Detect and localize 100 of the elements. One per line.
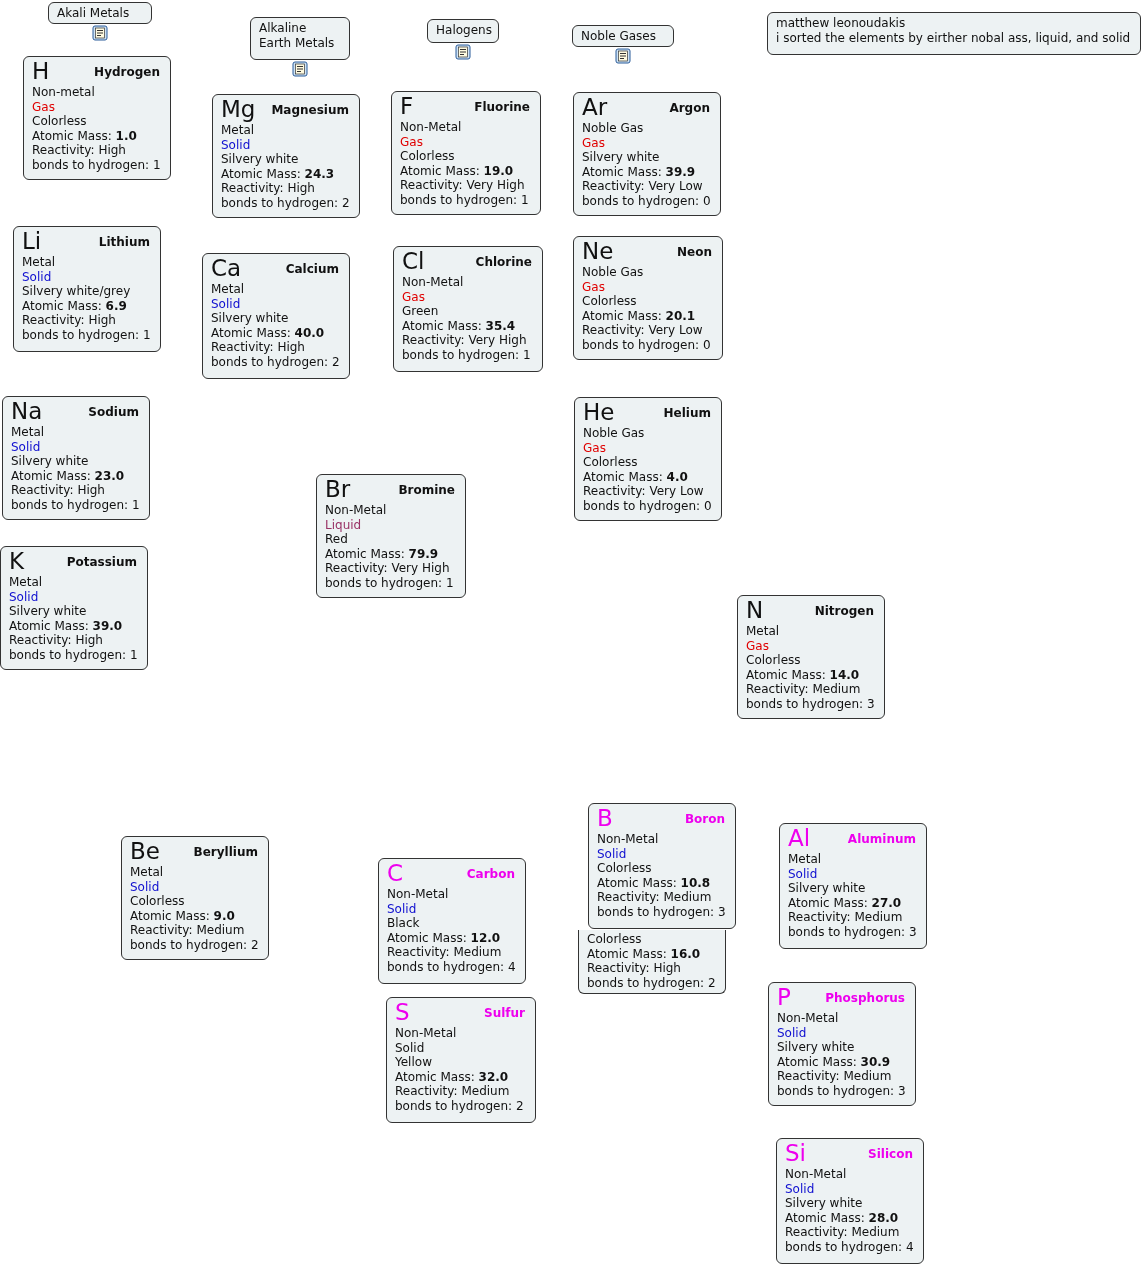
property-text: Silvery white/grey <box>21 284 132 299</box>
property-text: Silvery white <box>10 454 90 469</box>
element-symbol: He <box>583 399 615 425</box>
element-symbol: B <box>597 805 613 831</box>
property-text: Green <box>401 304 440 319</box>
property-text: bonds to hydrogen: 2 <box>210 354 341 370</box>
element-name: Potassium <box>66 555 137 569</box>
property-text: Silvery white <box>784 1196 864 1211</box>
element-card <box>768 982 916 1106</box>
property-text: Reactivity: Medium <box>787 910 904 925</box>
element-name: Aluminum <box>847 832 916 846</box>
property-text: bonds to hydrogen: 2 <box>586 975 717 991</box>
property-text: Atomic Mass: 32.0 <box>394 1069 510 1085</box>
property-text: Non-Metal <box>401 275 465 290</box>
property-text: Reactivity: Very High <box>399 178 526 193</box>
property-text: Atomic Mass: 6.9 <box>21 298 128 314</box>
property-text: Atomic Mass: 30.9 <box>776 1054 892 1070</box>
element-symbol: Be <box>130 838 160 864</box>
element-symbol: Li <box>22 228 42 254</box>
element-card <box>779 823 927 949</box>
property-text: bonds to hydrogen: 1 <box>401 347 532 363</box>
property-text: Solid <box>21 269 53 285</box>
property-text: bonds to hydrogen: 3 <box>745 696 876 712</box>
property-text: bonds to hydrogen: 1 <box>8 647 139 663</box>
element-name: Neon <box>677 245 712 259</box>
element-symbol: N <box>746 597 764 623</box>
property-text: Reactivity: High <box>10 483 106 498</box>
property-text: bonds to hydrogen: 0 <box>581 337 712 353</box>
property-text: Reactivity: Very Low <box>581 179 704 194</box>
property-text: Atomic Mass: 16.0 <box>586 946 702 962</box>
property-text: Gas <box>31 99 56 115</box>
property-text: Metal <box>210 282 246 297</box>
property-text: Non-Metal <box>776 1011 840 1026</box>
note-text: i sorted the elements by eirther nobal ass, liquid, and solid <box>776 30 1132 45</box>
property-text: Metal <box>129 865 165 880</box>
property-text: Reactivity: Medium <box>596 890 713 905</box>
property-text: Metal <box>787 852 823 867</box>
property-text: Atomic Mass: 4.0 <box>582 469 689 485</box>
property-text: Solid <box>596 846 628 862</box>
property-text: Solid <box>386 901 418 917</box>
property-text: Gas <box>399 134 424 150</box>
property-text: Colorless <box>745 653 802 668</box>
property-text: bonds to hydrogen: 4 <box>386 959 517 975</box>
property-text: Solid <box>784 1181 816 1197</box>
property-text: Reactivity: Very High <box>401 333 528 348</box>
property-text: Gas <box>582 440 607 456</box>
element-name: Argon <box>669 101 710 115</box>
property-text: Atomic Mass: 19.0 <box>399 163 515 179</box>
element-name: Magnesium <box>271 103 349 117</box>
property-text: Atomic Mass: 10.8 <box>596 875 712 891</box>
property-text: Red <box>324 532 349 547</box>
property-text: Liquid <box>324 517 363 533</box>
element-symbol: F <box>400 93 414 119</box>
element-name: Nitrogen <box>814 604 874 618</box>
property-text: bonds to hydrogen: 0 <box>582 498 713 514</box>
property-text: Reactivity: Medium <box>386 945 503 960</box>
element-name: Calcium <box>285 262 339 276</box>
property-text: Yellow <box>394 1055 433 1070</box>
property-text: Solid <box>210 296 242 312</box>
property-text: Atomic Mass: 24.3 <box>220 166 336 182</box>
property-text: Atomic Mass: 23.0 <box>10 468 126 484</box>
element-card <box>316 474 466 598</box>
property-text: Colorless <box>581 294 638 309</box>
property-text: Reactivity: High <box>8 633 104 648</box>
note-box <box>767 12 1141 55</box>
element-card <box>776 1138 924 1264</box>
property-text: Reactivity: Medium <box>784 1225 901 1240</box>
element-symbol: Al <box>788 825 811 851</box>
group-label-box <box>427 19 499 43</box>
property-text: Reactivity: High <box>586 961 682 976</box>
property-text: Solid <box>220 137 252 153</box>
group-label-box <box>250 17 350 60</box>
element-card <box>23 56 171 180</box>
element-card <box>0 546 148 670</box>
property-text: Solid <box>394 1040 426 1056</box>
property-text: Solid <box>129 879 161 895</box>
property-text: Noble Gas <box>582 426 646 441</box>
property-text: Atomic Mass: 28.0 <box>784 1210 900 1226</box>
property-text: Non-Metal <box>399 120 463 135</box>
property-text: Atomic Mass: 27.0 <box>787 895 903 911</box>
property-text: Reactivity: Very Low <box>581 323 704 338</box>
element-card <box>588 803 736 929</box>
element-name: Helium <box>663 406 711 420</box>
element-name: Bromine <box>398 483 455 497</box>
element-symbol: Mg <box>221 96 256 122</box>
group-title: Alkaline Earth Metals <box>259 21 336 50</box>
property-text: Non-Metal <box>784 1167 848 1182</box>
property-text: bonds to hydrogen: 1 <box>21 327 152 343</box>
element-symbol: K <box>9 548 25 574</box>
element-symbol: Cl <box>402 248 425 274</box>
element-name: Hydrogen <box>94 65 160 79</box>
property-text: bonds to hydrogen: 3 <box>787 924 918 940</box>
element-card <box>202 253 350 379</box>
element-name: Phosphorus <box>825 991 905 1005</box>
property-text: Colorless <box>582 455 639 470</box>
property-text: Metal <box>8 575 44 590</box>
property-text: Non-metal <box>31 85 96 100</box>
element-card <box>13 226 161 352</box>
property-text: bonds to hydrogen: 2 <box>220 195 351 211</box>
element-name: Sodium <box>88 405 139 419</box>
